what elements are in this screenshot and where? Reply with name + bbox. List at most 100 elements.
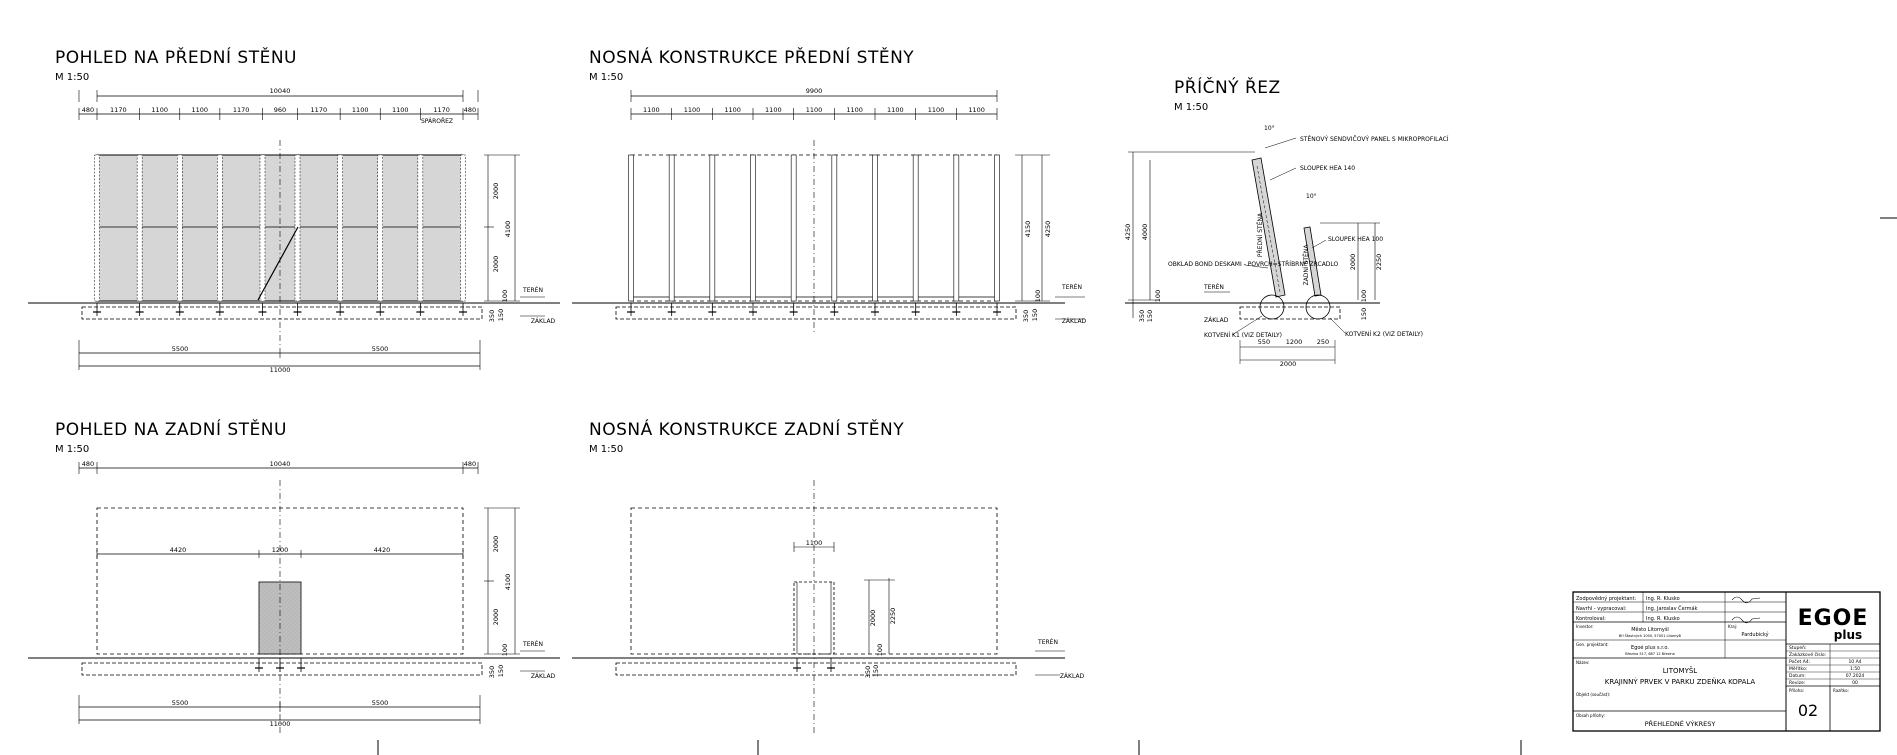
section-label-cladding: OBKLAD BOND DESKAMI - POVRCH=STŘÍBRNÉ ZR… <box>1168 260 1339 268</box>
section-label-post2: SLOUPEK HEA 100 <box>1328 236 1383 243</box>
post <box>337 154 343 302</box>
back-terrain-label: TERÉN <box>522 640 543 648</box>
back-bottom-total: 11000 <box>270 720 291 728</box>
back-height-1: 2000 <box>492 536 500 553</box>
front-left-end-dim: 480 <box>82 106 94 114</box>
structure-segment-dim: 1100 <box>806 106 823 114</box>
back-structure-base: 350 <box>864 666 872 678</box>
tb-row2-label: Navrhl - vypracoval: <box>1576 606 1627 612</box>
tb-row1-name: Ing. R. Klusko <box>1646 596 1680 602</box>
structure-segment-dim: 1100 <box>724 106 741 114</box>
tb-row3-name: Ing. R. Klusko <box>1646 616 1680 622</box>
tb-region: Pardubický <box>1741 631 1768 638</box>
steel-post <box>709 154 716 302</box>
steel-post <box>872 154 878 302</box>
back-mid-dim-1: 4420 <box>170 546 187 554</box>
tb-drawing: PŘEHLEDNÉ VÝKRESY <box>1645 719 1716 728</box>
tb-investor-label: Investor: <box>1576 624 1594 629</box>
front-segment-dim: 960 <box>274 106 286 114</box>
back-overall-dim: 10040 <box>270 460 291 468</box>
structure-overall-dim: 9900 <box>806 87 823 95</box>
front-total-height: 4100 <box>504 221 512 238</box>
post <box>259 154 266 302</box>
section-dim-w3: 250 <box>1317 338 1329 346</box>
structure-segment-dim: 1100 <box>928 106 945 114</box>
structure-height-1: 4150 <box>1024 221 1032 238</box>
section-label-foundation: ZÁKLAD <box>1204 317 1229 324</box>
steel-post <box>912 154 919 302</box>
tb-gp-label: Gen. projektant: <box>1576 642 1609 647</box>
front-base: 350 <box>488 310 496 322</box>
back-height-3: 100 <box>501 644 509 656</box>
structure-height-2: 4250 <box>1044 221 1052 238</box>
front-segment-dim: 1100 <box>352 106 369 114</box>
back-bottom-half-2: 5500 <box>372 699 389 707</box>
front-structure-title: NOSNÁ KONSTRUKCE PŘEDNÍ STĚNY <box>589 48 915 68</box>
section-dim-h2: 4000 <box>1141 224 1149 241</box>
front-segment-dim: 1170 <box>110 106 127 114</box>
egoe-logo: EGOE <box>1798 606 1869 631</box>
front-segment-dim: 1100 <box>151 106 168 114</box>
front-bottom-total: 11000 <box>270 366 291 374</box>
steel-post <box>953 154 960 302</box>
meta-key: Počet A4: <box>1789 658 1810 665</box>
section-dim-r3: 100 <box>1360 290 1368 302</box>
structure-base2: 150 <box>1031 309 1039 321</box>
back-bottom-half-1: 5500 <box>172 699 189 707</box>
back-structure-top-dim: 1100 <box>806 539 823 547</box>
structure-foundation-label: ZÁKLAD <box>1062 318 1087 325</box>
tb-row3-label: Kontroloval: <box>1576 616 1606 622</box>
meta-value: 1:50 <box>1850 666 1860 672</box>
post <box>177 154 183 302</box>
section-dim-b1: 350 <box>1138 310 1146 322</box>
back-left-end-dim: 480 <box>82 460 94 468</box>
tb-gp-address: Březina 517, 687 12 Březina <box>1625 652 1675 656</box>
front-height-3: 100 <box>501 290 509 302</box>
back-structure-terrain-label: TERÉN <box>1037 638 1058 646</box>
section-dim-wtotal: 2000 <box>1280 360 1297 368</box>
section-label-panel: STĚNOVÝ SENDVIČOVÝ PANEL S MIKROPROFILAC… <box>1300 135 1449 143</box>
steel-post <box>750 154 756 302</box>
section-dim-w2: 1200 <box>1286 338 1303 346</box>
section-label-anchor1: KOTVENÍ K1 (VIZ DETAILY) <box>1204 332 1282 339</box>
post <box>217 154 223 302</box>
structure-base: 350 <box>1022 310 1030 322</box>
front-segment-dim: 1100 <box>192 106 209 114</box>
post <box>136 154 143 302</box>
meta-key: Měřítko: <box>1789 665 1807 672</box>
back-base2: 150 <box>497 665 505 677</box>
front-view-scale: M 1:50 <box>55 72 90 83</box>
structure-height-3: 100 <box>1034 290 1042 302</box>
tb-number-label: Příloha: <box>1789 688 1804 693</box>
front-bottom-half-2: 5500 <box>372 345 389 353</box>
tb-drawing-label: Obsah přílohy: <box>1576 713 1605 718</box>
steel-post <box>994 154 1000 302</box>
tb-project: KRAJINNÝ PRVEK V PARKU ZDEŇKA KOPALA <box>1605 677 1756 686</box>
front-right-end-dim: 480 <box>464 106 476 114</box>
back-height-2: 2000 <box>492 609 500 626</box>
back-structure-height-3: 100 <box>876 644 884 656</box>
signature-1 <box>1731 596 1761 604</box>
front-joint-label: SPÁROŘEZ <box>421 117 453 125</box>
section-dim-r1: 2000 <box>1349 254 1357 271</box>
back-structure-height-2: 2250 <box>889 608 897 625</box>
meta-value: 00 <box>1852 680 1858 686</box>
back-mid-dim-3: 4420 <box>374 546 391 554</box>
back-structure-scale: M 1:50 <box>589 444 624 455</box>
back-total-height: 4100 <box>504 574 512 591</box>
section-dim-h3: 100 <box>1154 290 1162 302</box>
section-label-front-wall: PŘEDNÍ STĚNA <box>1256 212 1264 257</box>
steel-post <box>831 154 838 302</box>
tb-investor: Město Litomyšl <box>1631 626 1669 633</box>
post <box>94 154 100 302</box>
steel-post <box>628 154 634 302</box>
structure-segment-dim: 1100 <box>887 106 904 114</box>
structure-segment-dim: 1100 <box>684 106 701 114</box>
front-height-1: 2000 <box>492 183 500 200</box>
front-view-title: POHLED NA PŘEDNÍ STĚNU <box>55 48 297 68</box>
tb-investor-address: Bří Šťastných 1000, 57001 Litomyšl <box>1619 633 1682 638</box>
back-structure-drawing: 1100 2000 2250 100 350 150 TERÉN ZÁKLAD <box>572 480 1085 735</box>
front-overall-dim: 10040 <box>270 87 291 95</box>
